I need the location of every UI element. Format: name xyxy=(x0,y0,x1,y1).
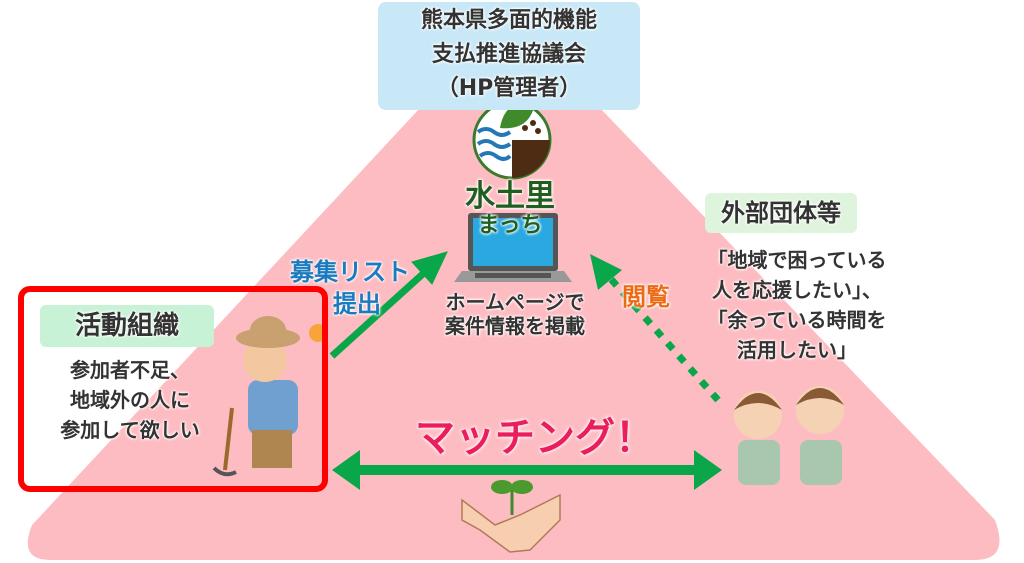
homepage-text: ホームページで 案件情報を掲載 xyxy=(415,290,615,338)
homepage-text-line1: ホームページで xyxy=(445,290,585,314)
browse-label: 閲覧 xyxy=(622,283,670,311)
young-volunteers-illustration xyxy=(734,386,844,485)
organization-text: 参加者不足、 地域外の人に 参加して欲しい xyxy=(30,355,230,445)
laptop-icon xyxy=(454,213,572,282)
external-line: 活用したい」 xyxy=(737,338,857,362)
admin-box: 熊本県多面的機能 支払推進協議会 （HP管理者） xyxy=(378,2,640,110)
matching-label: マッチング！ xyxy=(415,415,655,461)
admin-line: （HP管理者） xyxy=(436,76,582,101)
admin-line: 熊本県多面的機能 xyxy=(420,8,597,33)
organization-highlight-box xyxy=(18,286,328,492)
submit-label-line1: 募集リスト xyxy=(290,258,410,286)
matching-double-arrow xyxy=(332,450,722,490)
external-line: 「地域で困っている xyxy=(707,248,887,272)
external-line: 人を応援したい」、 xyxy=(712,278,882,302)
admin-line: 支払推進協議会 xyxy=(431,42,586,67)
external-line: 「余っている時間を xyxy=(707,308,887,332)
organization-line: 参加者不足、 xyxy=(70,358,190,382)
organization-line: 参加して欲しい xyxy=(60,418,200,442)
logo-name: 水土里 まっち xyxy=(440,180,580,238)
browse-arrow xyxy=(590,254,721,403)
homepage-text-line2: 案件情報を掲載 xyxy=(445,314,585,338)
elderly-farmer-illustration xyxy=(212,316,300,477)
organization-title: 活動組織 xyxy=(40,305,214,347)
mizutosato-logo-icon xyxy=(472,100,552,180)
logo-name-line1: 水土里 xyxy=(465,179,555,214)
handshake-sprout-icon xyxy=(461,480,561,553)
organization-line: 地域外の人に xyxy=(70,388,190,412)
external-text: 「地域で困っている 人を応援したい」、 「余っている時間を 活用したい」 xyxy=(682,245,912,365)
submit-label-line2: 提出 xyxy=(333,290,381,318)
external-title: 外部団体等 xyxy=(705,193,857,233)
submit-arrow xyxy=(329,251,448,359)
logo-name-line2: まっち xyxy=(477,213,543,238)
